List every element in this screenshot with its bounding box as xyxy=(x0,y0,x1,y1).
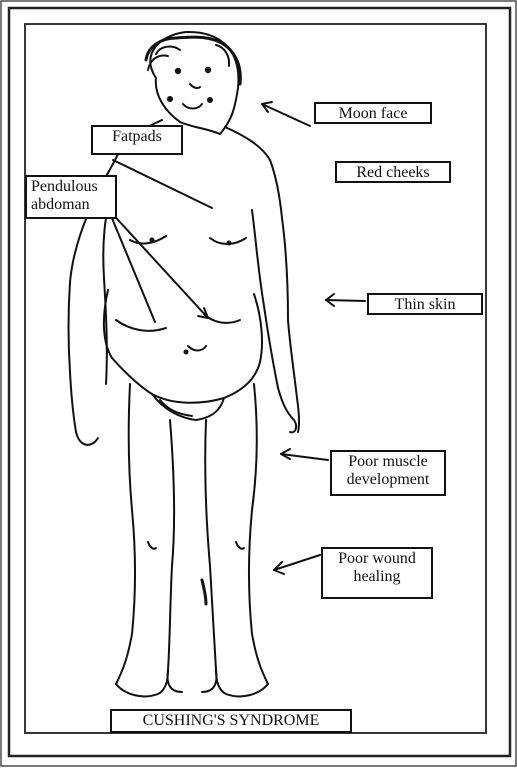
poor-wound-healing-label: Poor wound healing xyxy=(321,547,433,599)
fatpads-label: Fatpads xyxy=(91,125,183,155)
diagram-title: CUSHING'S SYNDROME xyxy=(110,709,352,733)
thin-skin-label: Thin skin xyxy=(367,293,483,315)
pendulous-abdomen-label: Pendulous abdoman xyxy=(25,175,117,219)
red-cheeks-label: Red cheeks xyxy=(335,161,451,183)
poor-muscle-development-label: Poor muscle development xyxy=(330,450,446,496)
moon-face-label: Moon face xyxy=(314,102,432,124)
